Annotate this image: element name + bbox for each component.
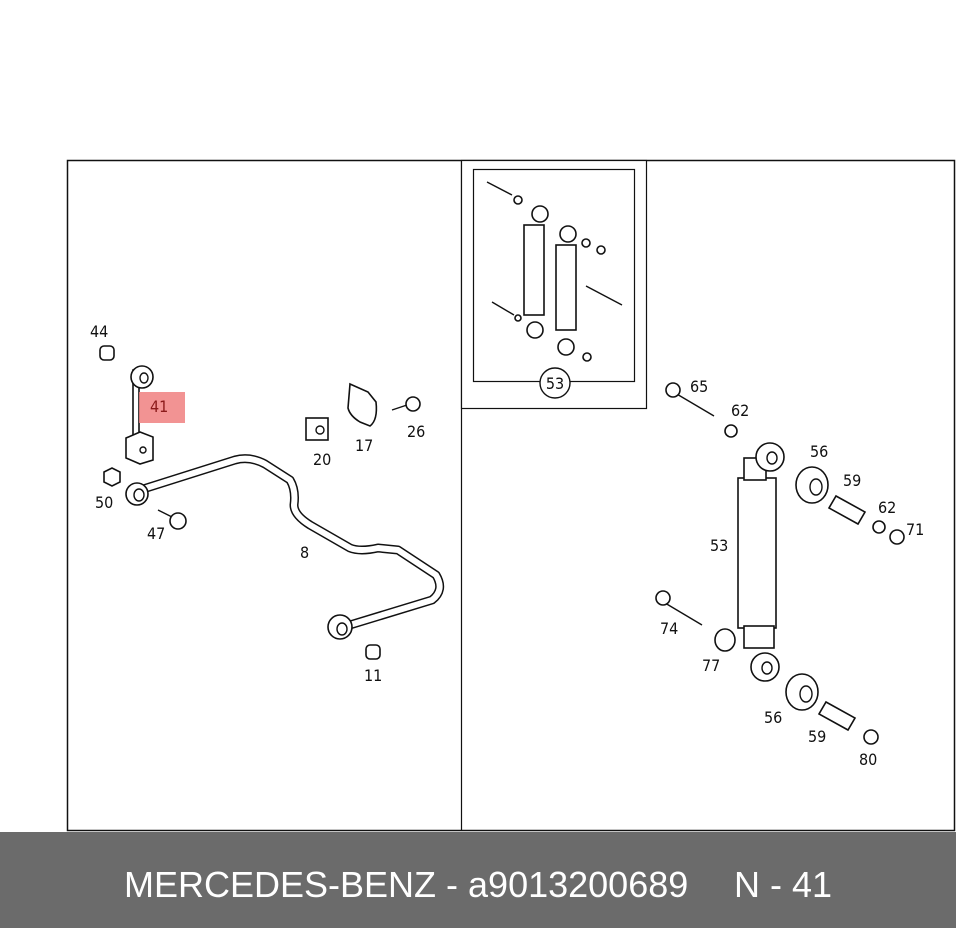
label-56[interactable]: 56 bbox=[810, 442, 828, 461]
label-74[interactable]: 74 bbox=[660, 619, 678, 638]
label-59[interactable]: 59 bbox=[843, 471, 861, 490]
footer-bar: MERCEDES-BENZ - a9013200689 N - 41 bbox=[0, 832, 956, 928]
label-59-b[interactable]: 59 bbox=[808, 727, 826, 746]
stabilizer-bar-8 bbox=[125, 454, 445, 640]
label-62[interactable]: 62 bbox=[731, 401, 749, 420]
label-17[interactable]: 17 bbox=[355, 436, 373, 455]
highlight-box bbox=[139, 392, 185, 423]
label-56-b[interactable]: 56 bbox=[764, 708, 782, 727]
label-41[interactable]: 41 bbox=[150, 397, 168, 416]
inset-callout-circle bbox=[539, 367, 571, 399]
label-11[interactable]: 11 bbox=[364, 666, 382, 685]
label-47[interactable]: 47 bbox=[147, 524, 165, 543]
label-20[interactable]: 20 bbox=[313, 450, 331, 469]
label-71[interactable]: 71 bbox=[906, 520, 924, 539]
label-44[interactable]: 44 bbox=[90, 322, 108, 341]
label-53[interactable]: 53 bbox=[710, 536, 728, 555]
reference-number: N - 41 bbox=[734, 864, 833, 905]
inset-label-53: 53 bbox=[546, 374, 564, 393]
label-50[interactable]: 50 bbox=[95, 493, 113, 512]
label-26[interactable]: 26 bbox=[407, 422, 425, 441]
inset-panel bbox=[460, 159, 648, 410]
brand-part-number: MERCEDES-BENZ - a9013200689 bbox=[124, 864, 689, 905]
label-80[interactable]: 80 bbox=[859, 750, 877, 769]
label-65[interactable]: 65 bbox=[690, 377, 708, 396]
label-77[interactable]: 77 bbox=[702, 656, 720, 675]
inset-shock-absorbers bbox=[486, 181, 623, 362]
parts-diagram: 53 41 bbox=[66, 159, 956, 832]
label-8[interactable]: 8 bbox=[300, 543, 309, 562]
label-62-b[interactable]: 62 bbox=[878, 498, 896, 517]
small-parts-left bbox=[99, 345, 421, 660]
shock-absorber-53 bbox=[655, 382, 905, 745]
